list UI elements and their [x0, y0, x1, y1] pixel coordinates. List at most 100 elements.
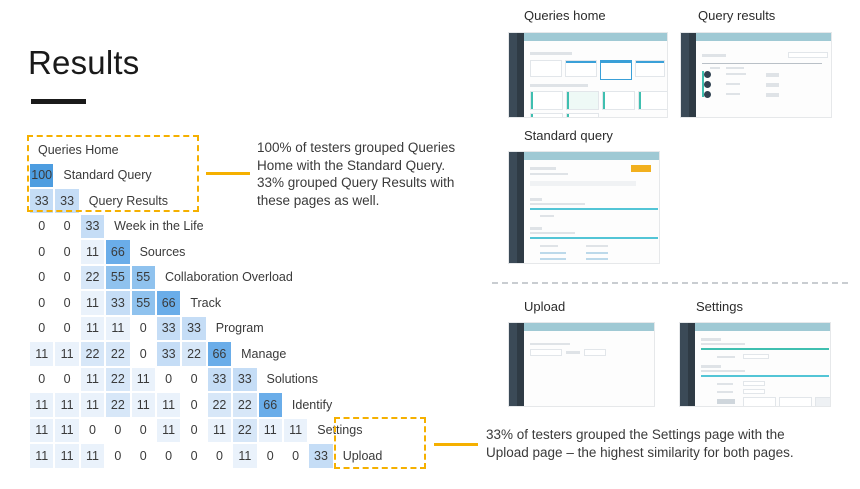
- matrix-row-label: Collaboration Overload: [164, 270, 293, 285]
- thumb-topbar: [509, 33, 667, 41]
- matrix-cell: 0: [155, 443, 182, 469]
- matrix-cell: 33: [54, 188, 80, 214]
- matrix-cell: 0: [181, 443, 207, 469]
- matrix-cell: 11: [79, 315, 106, 341]
- matrix-cell: 0: [54, 264, 80, 290]
- thumb-topbar: [509, 323, 654, 331]
- matrix-cell: 55: [130, 264, 156, 290]
- matrix-cell: 33: [79, 213, 106, 239]
- thumbnail-caption-query-results: Query results: [698, 8, 776, 23]
- matrix-cell: 11: [54, 443, 80, 469]
- matrix-row-label: Upload: [342, 448, 383, 463]
- thumbnail-caption-upload: Upload: [524, 299, 566, 314]
- matrix-row-label: Standard Query: [63, 168, 152, 183]
- matrix-cell: 11: [105, 315, 131, 341]
- thumb-rail-inner: [689, 33, 696, 117]
- thumb-rail-outer: [681, 33, 689, 117]
- matrix-cell: 11: [54, 392, 80, 418]
- matrix-cell: 0: [29, 366, 55, 392]
- title-underline-rule: [31, 99, 86, 104]
- thumb-topbar: [680, 323, 830, 331]
- matrix-cell: 11: [155, 417, 182, 443]
- matrix-cell: 66: [206, 341, 233, 367]
- matrix-row-label: Settings: [317, 423, 363, 438]
- matrix-cell: 11: [130, 366, 156, 392]
- matrix-cell: 55: [105, 264, 131, 290]
- leader-line-bottom: [434, 443, 478, 446]
- matrix-cell: 11: [206, 417, 233, 443]
- matrix-cell: 0: [54, 290, 80, 316]
- matrix-cell: 100: [29, 162, 55, 188]
- matrix-cell: 0: [130, 341, 156, 367]
- matrix-cell: 11: [79, 366, 106, 392]
- matrix-cell: 0: [29, 290, 55, 316]
- thumb-topbar: [681, 33, 831, 41]
- matrix-row-label: Queries Home: [38, 142, 119, 157]
- thumb-canvas: [524, 331, 654, 406]
- matrix-cell: 11: [232, 443, 258, 469]
- matrix-cell: 33: [155, 341, 182, 367]
- matrix-cell: 0: [206, 443, 233, 469]
- thumb-rail-inner: [517, 152, 524, 263]
- matrix-cell: 33: [308, 443, 334, 469]
- matrix-cell: 11: [257, 417, 283, 443]
- thumbnail-caption-settings: Settings: [696, 299, 743, 314]
- matrix-cell: 0: [79, 417, 106, 443]
- thumb-rail-inner: [517, 33, 524, 117]
- matrix-cell: 22: [232, 392, 258, 418]
- thumb-canvas: [696, 41, 831, 117]
- matrix-row-label: Sources: [139, 244, 186, 259]
- matrix-cell: 22: [181, 341, 207, 367]
- matrix-cell: 0: [29, 239, 55, 265]
- section-divider: [492, 282, 848, 284]
- matrix-cell: 22: [105, 341, 131, 367]
- matrix-cell: 11: [29, 341, 55, 367]
- matrix-cell: 11: [54, 341, 80, 367]
- matrix-cell: 11: [29, 417, 55, 443]
- matrix-cell: 0: [257, 443, 283, 469]
- matrix-cell: 11: [29, 392, 55, 418]
- page-title: Results: [28, 44, 140, 81]
- matrix-cell: 0: [54, 213, 80, 239]
- matrix-cell: 33: [105, 290, 131, 316]
- matrix-row-label: Track: [190, 295, 222, 310]
- matrix-cell: 33: [232, 366, 258, 392]
- matrix-cell: 0: [54, 239, 80, 265]
- matrix-cell: 11: [79, 392, 106, 418]
- thumbnail-caption-standard-query: Standard query: [524, 128, 613, 143]
- matrix-cell: 0: [29, 213, 55, 239]
- thumb-rail-inner: [517, 323, 524, 406]
- thumbnail-caption-queries-home: Queries home: [524, 8, 606, 23]
- thumbnail-settings: [679, 322, 831, 407]
- matrix-cell: 0: [130, 443, 156, 469]
- matrix-cell: 55: [130, 290, 156, 316]
- matrix-cell: 66: [155, 290, 182, 316]
- matrix-cell: 0: [282, 443, 309, 469]
- matrix-cell: 11: [79, 290, 106, 316]
- matrix-cell: 33: [155, 315, 182, 341]
- matrix-cell: 0: [181, 392, 207, 418]
- matrix-cell: 0: [54, 315, 80, 341]
- thumb-topbar: [509, 152, 659, 160]
- matrix-row: Queries Home: [29, 137, 382, 163]
- thumbnail-upload: [508, 322, 655, 407]
- matrix-row-label: Program: [215, 321, 264, 336]
- thumb-canvas: [695, 331, 830, 406]
- thumbnail-queries-home: [508, 32, 668, 118]
- matrix-row-label: Query Results: [88, 193, 168, 208]
- matrix-cell: 11: [54, 417, 80, 443]
- thumb-rail-outer: [509, 323, 517, 406]
- thumbnail-query-results: [680, 32, 832, 118]
- matrix-row-label: Solutions: [266, 372, 318, 387]
- thumb-canvas: [524, 41, 667, 117]
- matrix-row-label: Identify: [291, 397, 333, 412]
